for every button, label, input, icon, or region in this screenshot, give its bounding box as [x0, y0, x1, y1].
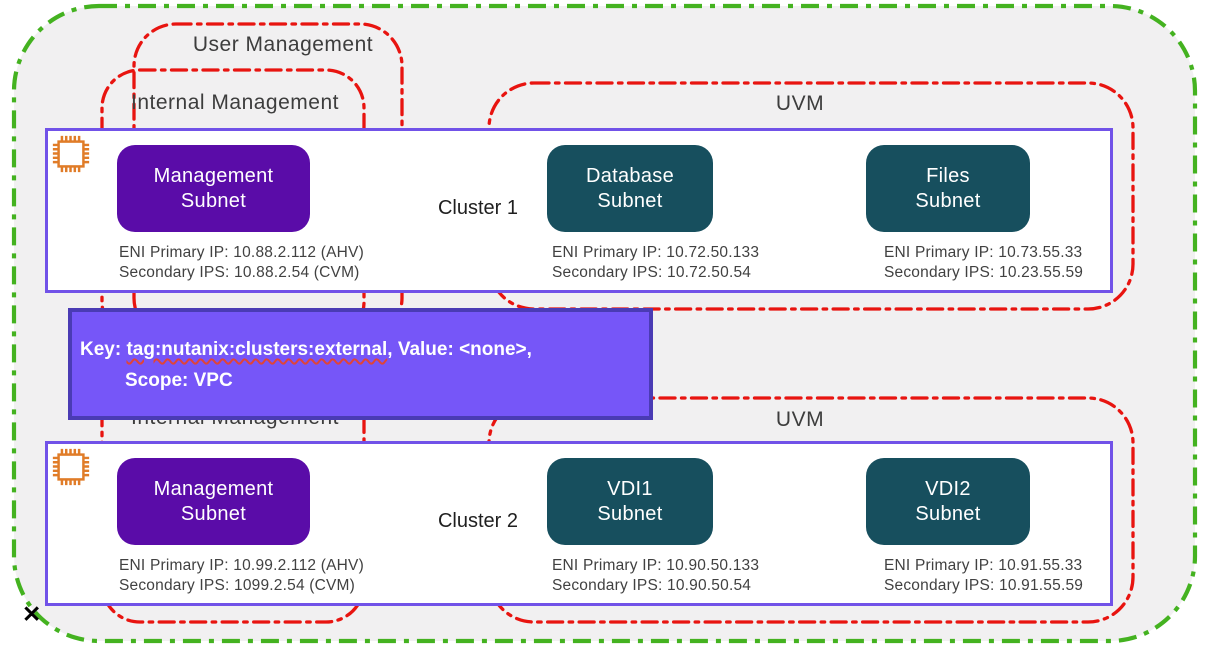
eni-primary-ip: ENI Primary IP: 10.88.2.112 (AHV) — [119, 244, 364, 261]
secondary-ips: Secondary IPS: 10.91.55.59 — [884, 577, 1084, 594]
eni-primary-ip: ENI Primary IP: 10.90.50.133 — [552, 557, 760, 574]
vdi2-subnet-ips: ENI Primary IP: 10.91.55.33 Secondary IP… — [884, 556, 1083, 596]
tag-tooltip: Key: tag:nutanix:clusters:external, Valu… — [68, 308, 653, 420]
subnet-name: VDI2 — [925, 477, 971, 500]
eni-primary-ip: ENI Primary IP: 10.99.2.112 (AHV) — [119, 557, 364, 574]
eni-primary-ip: ENI Primary IP: 10.73.55.33 — [884, 244, 1083, 261]
files-subnet-node: Files Subnet — [866, 145, 1030, 232]
internal-management-zone-label-top: Internal Management — [131, 91, 339, 114]
cluster-2-box: Management Subnet Cluster 2 VDI1 Subnet … — [45, 441, 1113, 606]
secondary-ips: Secondary IPS: 10.88.2.54 (CVM) — [119, 264, 360, 281]
vdi2-subnet-node: VDI2 Subnet — [866, 458, 1030, 545]
eni-primary-ip: ENI Primary IP: 10.91.55.33 — [884, 557, 1083, 574]
database-subnet-node: Database Subnet — [547, 145, 713, 232]
subnet-name: Subnet — [915, 189, 981, 212]
subnet-name: Subnet — [180, 189, 247, 212]
chip-icon — [52, 448, 90, 486]
tag-tooltip-scope-line: Scope: VPC — [125, 370, 233, 391]
management-subnet-node: Management Subnet — [117, 458, 310, 545]
cluster-title: Cluster 1 — [437, 197, 519, 219]
subnet-name: Management — [153, 164, 274, 187]
tooltip-key-prefix: Key: — [80, 339, 127, 360]
subnet-name: VDI1 — [607, 477, 653, 500]
management-subnet-node: Management Subnet — [117, 145, 310, 232]
uvm-zone-label-top: UVM — [775, 92, 825, 115]
subnet-name: Database — [585, 164, 674, 187]
management-subnet-ips: ENI Primary IP: 10.99.2.112 (AHV) Second… — [119, 556, 364, 596]
secondary-ips: Secondary IPS: 10.90.50.54 — [552, 577, 752, 594]
vdi1-subnet-node: VDI1 Subnet — [547, 458, 713, 545]
subnet-name: Subnet — [180, 502, 247, 525]
subnet-name: Subnet — [915, 502, 981, 525]
database-subnet-ips: ENI Primary IP: 10.72.50.133 Secondary I… — [552, 243, 759, 283]
vdi1-subnet-ips: ENI Primary IP: 10.90.50.133 Secondary I… — [552, 556, 759, 596]
chip-icon — [52, 135, 90, 173]
user-management-zone-label: User Management — [192, 33, 374, 56]
subnet-name: Subnet — [597, 189, 663, 212]
tag-tooltip-key-line: Key: tag:nutanix:clusters:external, Valu… — [80, 339, 532, 361]
secondary-ips: Secondary IPS: 1099.2.54 (CVM) — [119, 577, 356, 594]
subnet-name: Files — [926, 164, 970, 187]
management-subnet-ips: ENI Primary IP: 10.88.2.112 (AHV) Second… — [119, 243, 364, 283]
cluster-1-box: Management Subnet Cluster 1 Database Sub… — [45, 128, 1113, 293]
tooltip-tag-value: tag:nutanix:clusters:external — [126, 339, 388, 360]
subnet-name: Subnet — [597, 502, 663, 525]
close-icon[interactable]: ✕ — [22, 601, 42, 627]
subnet-name: Management — [153, 477, 274, 500]
eni-primary-ip: ENI Primary IP: 10.72.50.133 — [552, 244, 760, 261]
secondary-ips: Secondary IPS: 10.72.50.54 — [552, 264, 752, 281]
files-subnet-ips: ENI Primary IP: 10.73.55.33 Secondary IP… — [884, 243, 1083, 283]
tooltip-key-suffix: , Value: <none>, — [387, 339, 532, 360]
uvm-zone-label-bottom: UVM — [775, 408, 825, 431]
secondary-ips: Secondary IPS: 10.23.55.59 — [884, 264, 1084, 281]
cluster-title: Cluster 2 — [437, 510, 519, 532]
